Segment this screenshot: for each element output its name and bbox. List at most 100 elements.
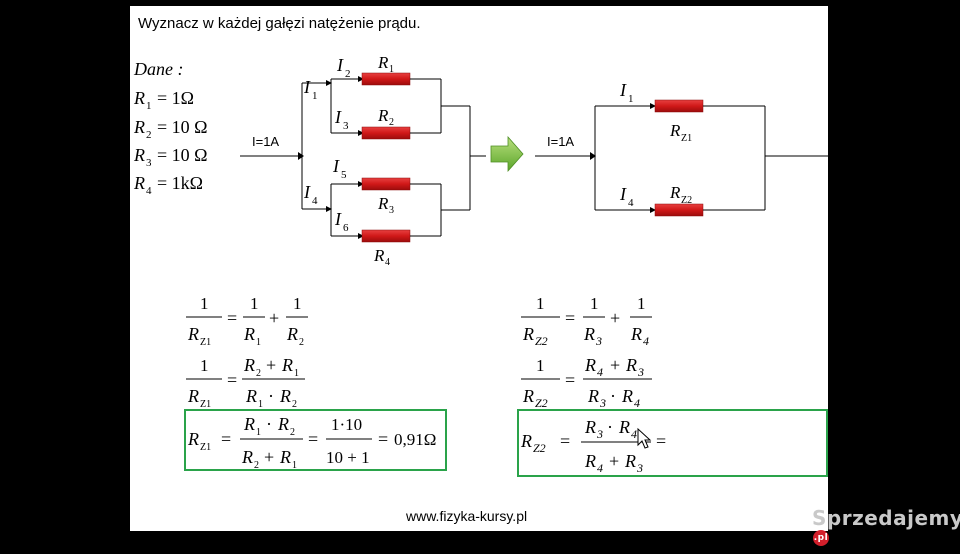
label-r1: R [377, 53, 389, 72]
eq3-num-expr: 1·10 [331, 415, 362, 434]
req2-n1: R [584, 355, 596, 375]
eq2-eq: = [227, 370, 237, 390]
given-r4-val: = 1kΩ [157, 173, 203, 193]
req2-den-sub: Z2 [535, 396, 548, 410]
req3-n1-sub: 3 [596, 427, 603, 441]
eq3-eq1: = [221, 429, 231, 449]
eq2-nplus: + [266, 355, 276, 375]
label-i1: I [303, 77, 311, 97]
given-r4-sub: 4 [146, 185, 152, 197]
eq2-d1-sub: 1 [258, 399, 263, 410]
label-r2-sub: 2 [389, 117, 394, 128]
req2-n2: R [625, 355, 637, 375]
eq1-t1-den-sub: 1 [256, 337, 261, 348]
eq1-t2-den: R [286, 324, 298, 344]
eq1-t2-den-sub: 2 [299, 337, 304, 348]
req1-t1-den-sub: 3 [595, 334, 602, 348]
transform-arrow-icon [490, 135, 524, 173]
req2-den: R [522, 386, 534, 406]
req2-n2-sub: 3 [637, 365, 644, 379]
resistor-rz1 [654, 99, 704, 113]
req2-num: 1 [536, 356, 545, 375]
right-input-current: I=1A [547, 134, 574, 149]
label-i2-sub: 2 [345, 68, 351, 80]
eq3-n2-sub: 2 [290, 427, 295, 438]
req2-d2-sub: 4 [634, 396, 640, 410]
eq3-d1: R [241, 447, 253, 467]
slide: Wyznacz w każdej gałęzi natężenie prądu.… [130, 6, 828, 531]
label-i6-sub: 6 [343, 222, 349, 234]
slide-canvas: Wyznacz w każdej gałęzi natężenie prądu.… [133, 15, 828, 524]
resistor-r3 [361, 177, 411, 191]
req3-ndot: · [607, 417, 613, 437]
eq3-n1-sub: 1 [256, 427, 261, 438]
req1-eq: = [565, 308, 575, 328]
eq3-n2: R [277, 414, 289, 434]
req2-n1-sub: 4 [597, 365, 603, 379]
req3-d2-sub: 3 [636, 461, 643, 475]
req2-d1: R [587, 386, 599, 406]
eq3-eq3: = [378, 429, 388, 449]
right-label-rz2: R [669, 183, 681, 202]
eq2-n1-sub: 2 [256, 368, 261, 379]
eq2-d2: R [279, 386, 291, 406]
label-i2: I [336, 55, 344, 75]
label-i4-sub: 4 [312, 195, 318, 207]
watermark-text: Sprzedajemy [812, 506, 960, 530]
right-label-i1-sub: 1 [628, 93, 634, 105]
label-i3-sub: 3 [343, 120, 349, 132]
req3-lhs: R [520, 431, 532, 451]
req3-lhs-sub: Z2 [533, 441, 546, 455]
slide-title: Wyznacz w każdej gałęzi natężenie prądu. [138, 15, 421, 32]
req2-d1-sub: 3 [599, 396, 606, 410]
eq2-ddot: · [268, 386, 274, 406]
eq3-den-expr: 10 + 1 [326, 448, 370, 467]
req3-d2: R [624, 451, 636, 471]
eq1-den-sub: Z1 [200, 337, 211, 348]
eq3-dplus: + [264, 447, 274, 467]
footer-url: www.fizyka-kursy.pl [405, 508, 527, 524]
label-i1-sub: 1 [312, 90, 318, 102]
req2-d2: R [621, 386, 633, 406]
watermark-logo: Sprzedajemy.pl [812, 506, 960, 554]
right-label-rz1-sub: Z1 [681, 133, 692, 144]
eq1-t1-num: 1 [250, 294, 259, 313]
given-r1-sub: 1 [146, 100, 152, 112]
req1-t1-den: R [583, 324, 595, 344]
req3-d1-sub: 4 [597, 461, 603, 475]
label-r1-sub: 1 [389, 64, 394, 75]
resistor-rz2 [654, 203, 704, 217]
circuit-left: I=1A I 1 [240, 53, 486, 268]
label-i5: I [332, 156, 340, 176]
eq2-n1: R [243, 355, 255, 375]
req3-dplus: + [609, 451, 619, 471]
equations-right: 1 R Z2 = 1 R 3 + 1 R 4 1 R Z2 = R 4 + R … [517, 294, 828, 477]
req3-d1: R [584, 451, 596, 471]
req1-den-sub: Z2 [535, 334, 548, 348]
eq1-plus: + [269, 308, 279, 328]
result-box-right [517, 409, 828, 477]
eq2-den: R [187, 386, 199, 406]
label-r3: R [377, 194, 389, 213]
circuit-right: I=1A I 1 I 4 R Z1 R Z2 [535, 80, 828, 217]
given-heading: Dane : [133, 59, 183, 79]
eq2-den-sub: Z1 [200, 399, 211, 410]
right-label-i1: I [619, 80, 627, 100]
given-r3: R 3 = 10 Ω [133, 145, 208, 169]
label-r4: R [373, 246, 385, 265]
label-i6: I [334, 209, 342, 229]
given-r2-val: = 10 Ω [157, 117, 208, 137]
req3-eq1: = [560, 431, 570, 451]
req3-eq2: = [656, 431, 666, 451]
resistor-r2 [361, 126, 411, 140]
req1-num: 1 [536, 294, 545, 313]
eq1-den: R [187, 324, 199, 344]
req1-t1-num: 1 [590, 294, 599, 313]
given-r3-sym: R [133, 145, 145, 165]
eq1-eq: = [227, 308, 237, 328]
watermark-badge: .pl [813, 530, 829, 546]
result-box-left [184, 409, 447, 471]
given-r2-sub: 2 [146, 129, 152, 141]
req1-t2-num: 1 [637, 294, 646, 313]
given-r2-sym: R [133, 117, 145, 137]
